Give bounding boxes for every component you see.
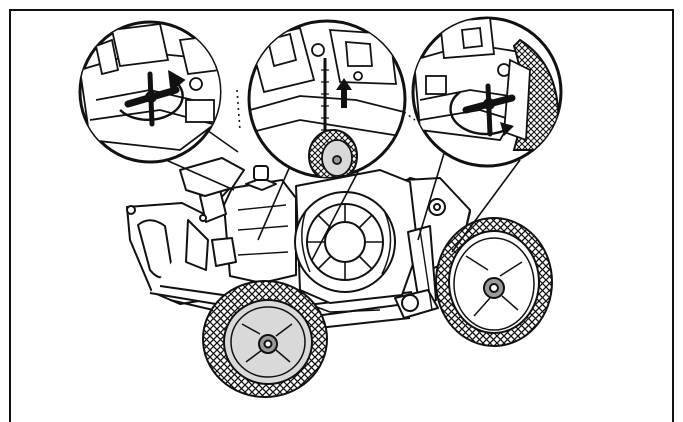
leader-lines (165, 89, 521, 261)
arrow-up-icon (336, 78, 352, 108)
figure-frame (9, 9, 674, 422)
curved-arrow-up-icon (168, 70, 182, 88)
curved-arrow-down-icon (500, 122, 514, 136)
callout-pull-up (247, 19, 407, 179)
callout-rotate-clockwise (411, 16, 563, 168)
right-wheel (435, 217, 553, 347)
left-wheel (202, 280, 328, 398)
callout-rotate-counterclockwise (78, 20, 222, 164)
